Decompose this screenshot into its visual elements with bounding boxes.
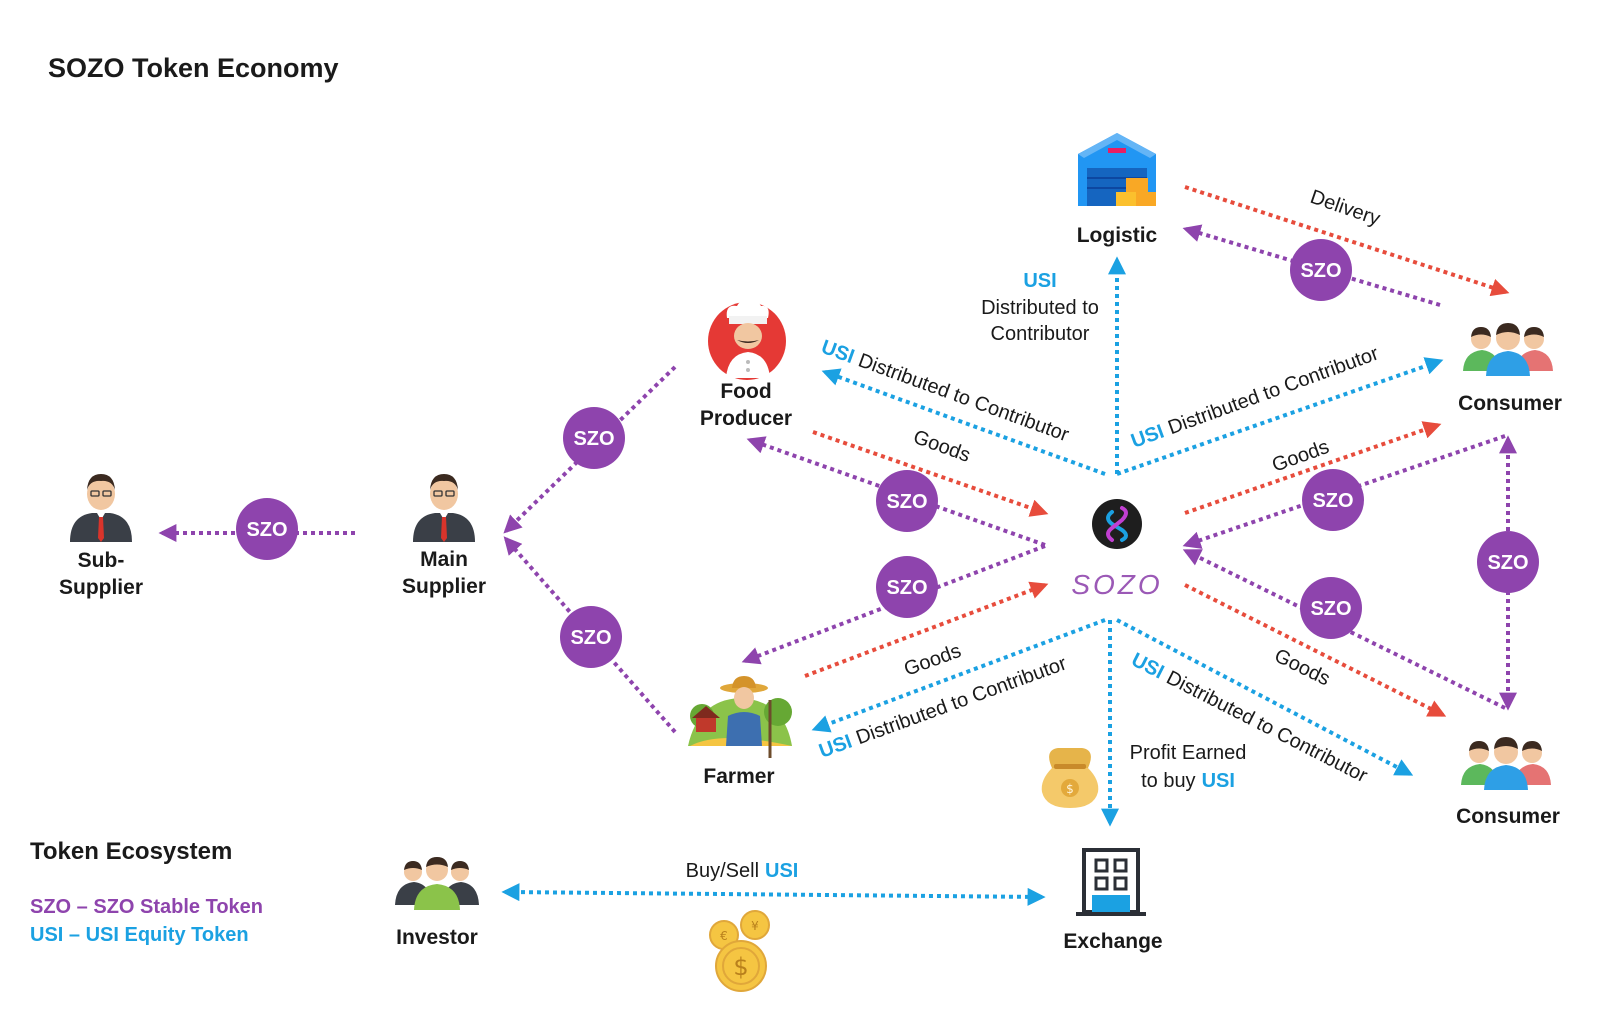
node-label-line: Main — [420, 548, 468, 571]
legend-heading: Token Ecosystem — [30, 838, 232, 865]
money-bag-icon: $ — [1041, 748, 1099, 808]
node-logistic: Logistic — [1077, 133, 1158, 247]
node-main-supplier: Main Supplier — [402, 474, 486, 598]
businessman-icon — [413, 474, 475, 542]
szo-badge: SZO — [1300, 577, 1362, 639]
node-label: Consumer — [1458, 392, 1562, 415]
node-farmer: Farmer — [688, 676, 792, 788]
edge-usi-hub-to-consumer-bottom — [1116, 618, 1414, 776]
building-icon — [1076, 848, 1146, 916]
szo-badge: SZO — [1477, 531, 1539, 593]
edges — [158, 185, 1517, 906]
node-consumer-top: Consumer — [1458, 323, 1562, 415]
node-label-line: Sub- — [78, 549, 125, 572]
people-group-icon — [1461, 737, 1551, 790]
edge-goods-farmer-to-hub — [804, 581, 1049, 678]
chef-icon — [708, 300, 786, 380]
label-goods-farmer: Goods — [901, 640, 964, 681]
szo-badge: SZO — [563, 407, 625, 469]
label-usi-to-farmer: USIDistributed to Contributor — [816, 652, 1070, 762]
label-goods-food: Goods — [910, 426, 973, 467]
svg-text:SZO: SZO — [246, 519, 287, 541]
svg-text:SZO: SZO — [1310, 598, 1351, 620]
node-sub-supplier: Sub- Supplier — [59, 474, 143, 599]
node-label-line: Producer — [700, 407, 792, 430]
node-sozo-hub: SOZO — [1071, 499, 1162, 600]
szo-badge: SZO — [1290, 239, 1352, 301]
label-usi-logistic-line2: Contributor — [991, 323, 1090, 345]
coins-icon: € ¥ $ — [709, 910, 770, 992]
usi-tag: USI — [1128, 421, 1167, 453]
node-label-line: Supplier — [402, 575, 486, 598]
people-group-icon — [1463, 323, 1553, 376]
svg-text:€: € — [720, 929, 728, 943]
svg-text:SZO: SZO — [570, 627, 611, 649]
label-goods-consumer-bottom: Goods — [1271, 645, 1334, 691]
label-goods-consumer-top: Goods — [1269, 436, 1332, 477]
szo-badges: SZO SZO SZO SZO SZO SZO SZO SZO — [236, 239, 1539, 668]
node-label: Exchange — [1063, 930, 1162, 953]
edge-investor-exchange — [501, 883, 1046, 906]
usi-tag: USI — [765, 860, 798, 882]
sozo-logo-icon — [1092, 499, 1142, 549]
usi-tag: USI — [1202, 770, 1235, 792]
buy-sell-text: Buy/Sell — [686, 860, 759, 882]
edge-delivery — [1184, 185, 1510, 297]
svg-text:$: $ — [733, 953, 748, 981]
svg-text:SZO: SZO — [1312, 490, 1353, 512]
label-profit-line1: Profit Earned — [1130, 742, 1247, 764]
usi-tag: USI — [1128, 649, 1168, 684]
warehouse-icon — [1078, 133, 1156, 206]
sozo-wordmark: SOZO — [1071, 569, 1162, 600]
szo-badge: SZO — [876, 556, 938, 618]
svg-text:$: $ — [1066, 782, 1074, 796]
label-usi-to-consumer-bottom: USIDistributed to Contributor — [1128, 649, 1371, 788]
label-delivery: Delivery — [1307, 186, 1382, 230]
legend: Token Ecosystem SZO – SZO Stable Token U… — [30, 838, 263, 946]
label-usi-logistic-line1: Distributed to — [981, 297, 1099, 319]
distributed-to-contributor-text: Distributed to Contributor — [1165, 342, 1382, 439]
profit-to-buy: to buy — [1141, 770, 1195, 792]
svg-text:SZO: SZO — [1300, 260, 1341, 282]
usi-tag: USI — [818, 336, 857, 368]
node-label-line: Food — [720, 380, 771, 403]
node-label: Logistic — [1077, 224, 1158, 247]
label-usi-to-consumer-top: USIDistributed to Contributor — [1128, 342, 1382, 452]
svg-text:SZO: SZO — [1487, 552, 1528, 574]
node-exchange: Exchange — [1063, 848, 1163, 953]
node-label: Farmer — [703, 765, 774, 788]
label-profit-line2: to buy USI — [1141, 770, 1235, 792]
edge-usi-hub-to-food — [821, 368, 1106, 476]
diagram-title: SOZO Token Economy — [48, 53, 339, 83]
edge-usi-hub-to-farmer — [811, 618, 1106, 733]
distributed-to-contributor-text: Distributed to Contributor — [855, 349, 1072, 446]
node-investor: Investor — [395, 857, 479, 949]
businessman-icon — [70, 474, 132, 542]
legend-usi: USI – USI Equity Token — [30, 924, 249, 946]
usi-tag: USI — [816, 731, 855, 763]
edge-goods-food-to-hub — [812, 430, 1049, 517]
svg-text:¥: ¥ — [751, 919, 759, 933]
node-label-line: Supplier — [59, 576, 143, 599]
node-label: Consumer — [1456, 805, 1560, 828]
label-buy-sell: Buy/Sell USI — [686, 860, 799, 882]
edge-goods-hub-to-consumer-bottom — [1184, 583, 1447, 717]
svg-text:SZO: SZO — [886, 577, 927, 599]
label-usi-to-food: USIDistributed to Contributor — [818, 336, 1072, 446]
szo-badge: SZO — [560, 606, 622, 668]
node-consumer-bottom: Consumer — [1456, 737, 1560, 828]
label-usi-logistic-usi: USI — [1023, 270, 1056, 292]
szo-badge: SZO — [236, 498, 298, 560]
farmer-icon — [688, 676, 792, 758]
investor-group-icon — [395, 857, 479, 910]
svg-text:SZO: SZO — [573, 428, 614, 450]
szo-badge: SZO — [876, 470, 938, 532]
node-food-producer: Food Producer — [700, 300, 792, 430]
edge-usi-hub-to-consumer-top — [1116, 357, 1444, 476]
svg-text:SZO: SZO — [886, 491, 927, 513]
legend-szo: SZO – SZO Stable Token — [30, 896, 263, 918]
szo-badge: SZO — [1302, 469, 1364, 531]
node-label: Investor — [396, 926, 478, 949]
